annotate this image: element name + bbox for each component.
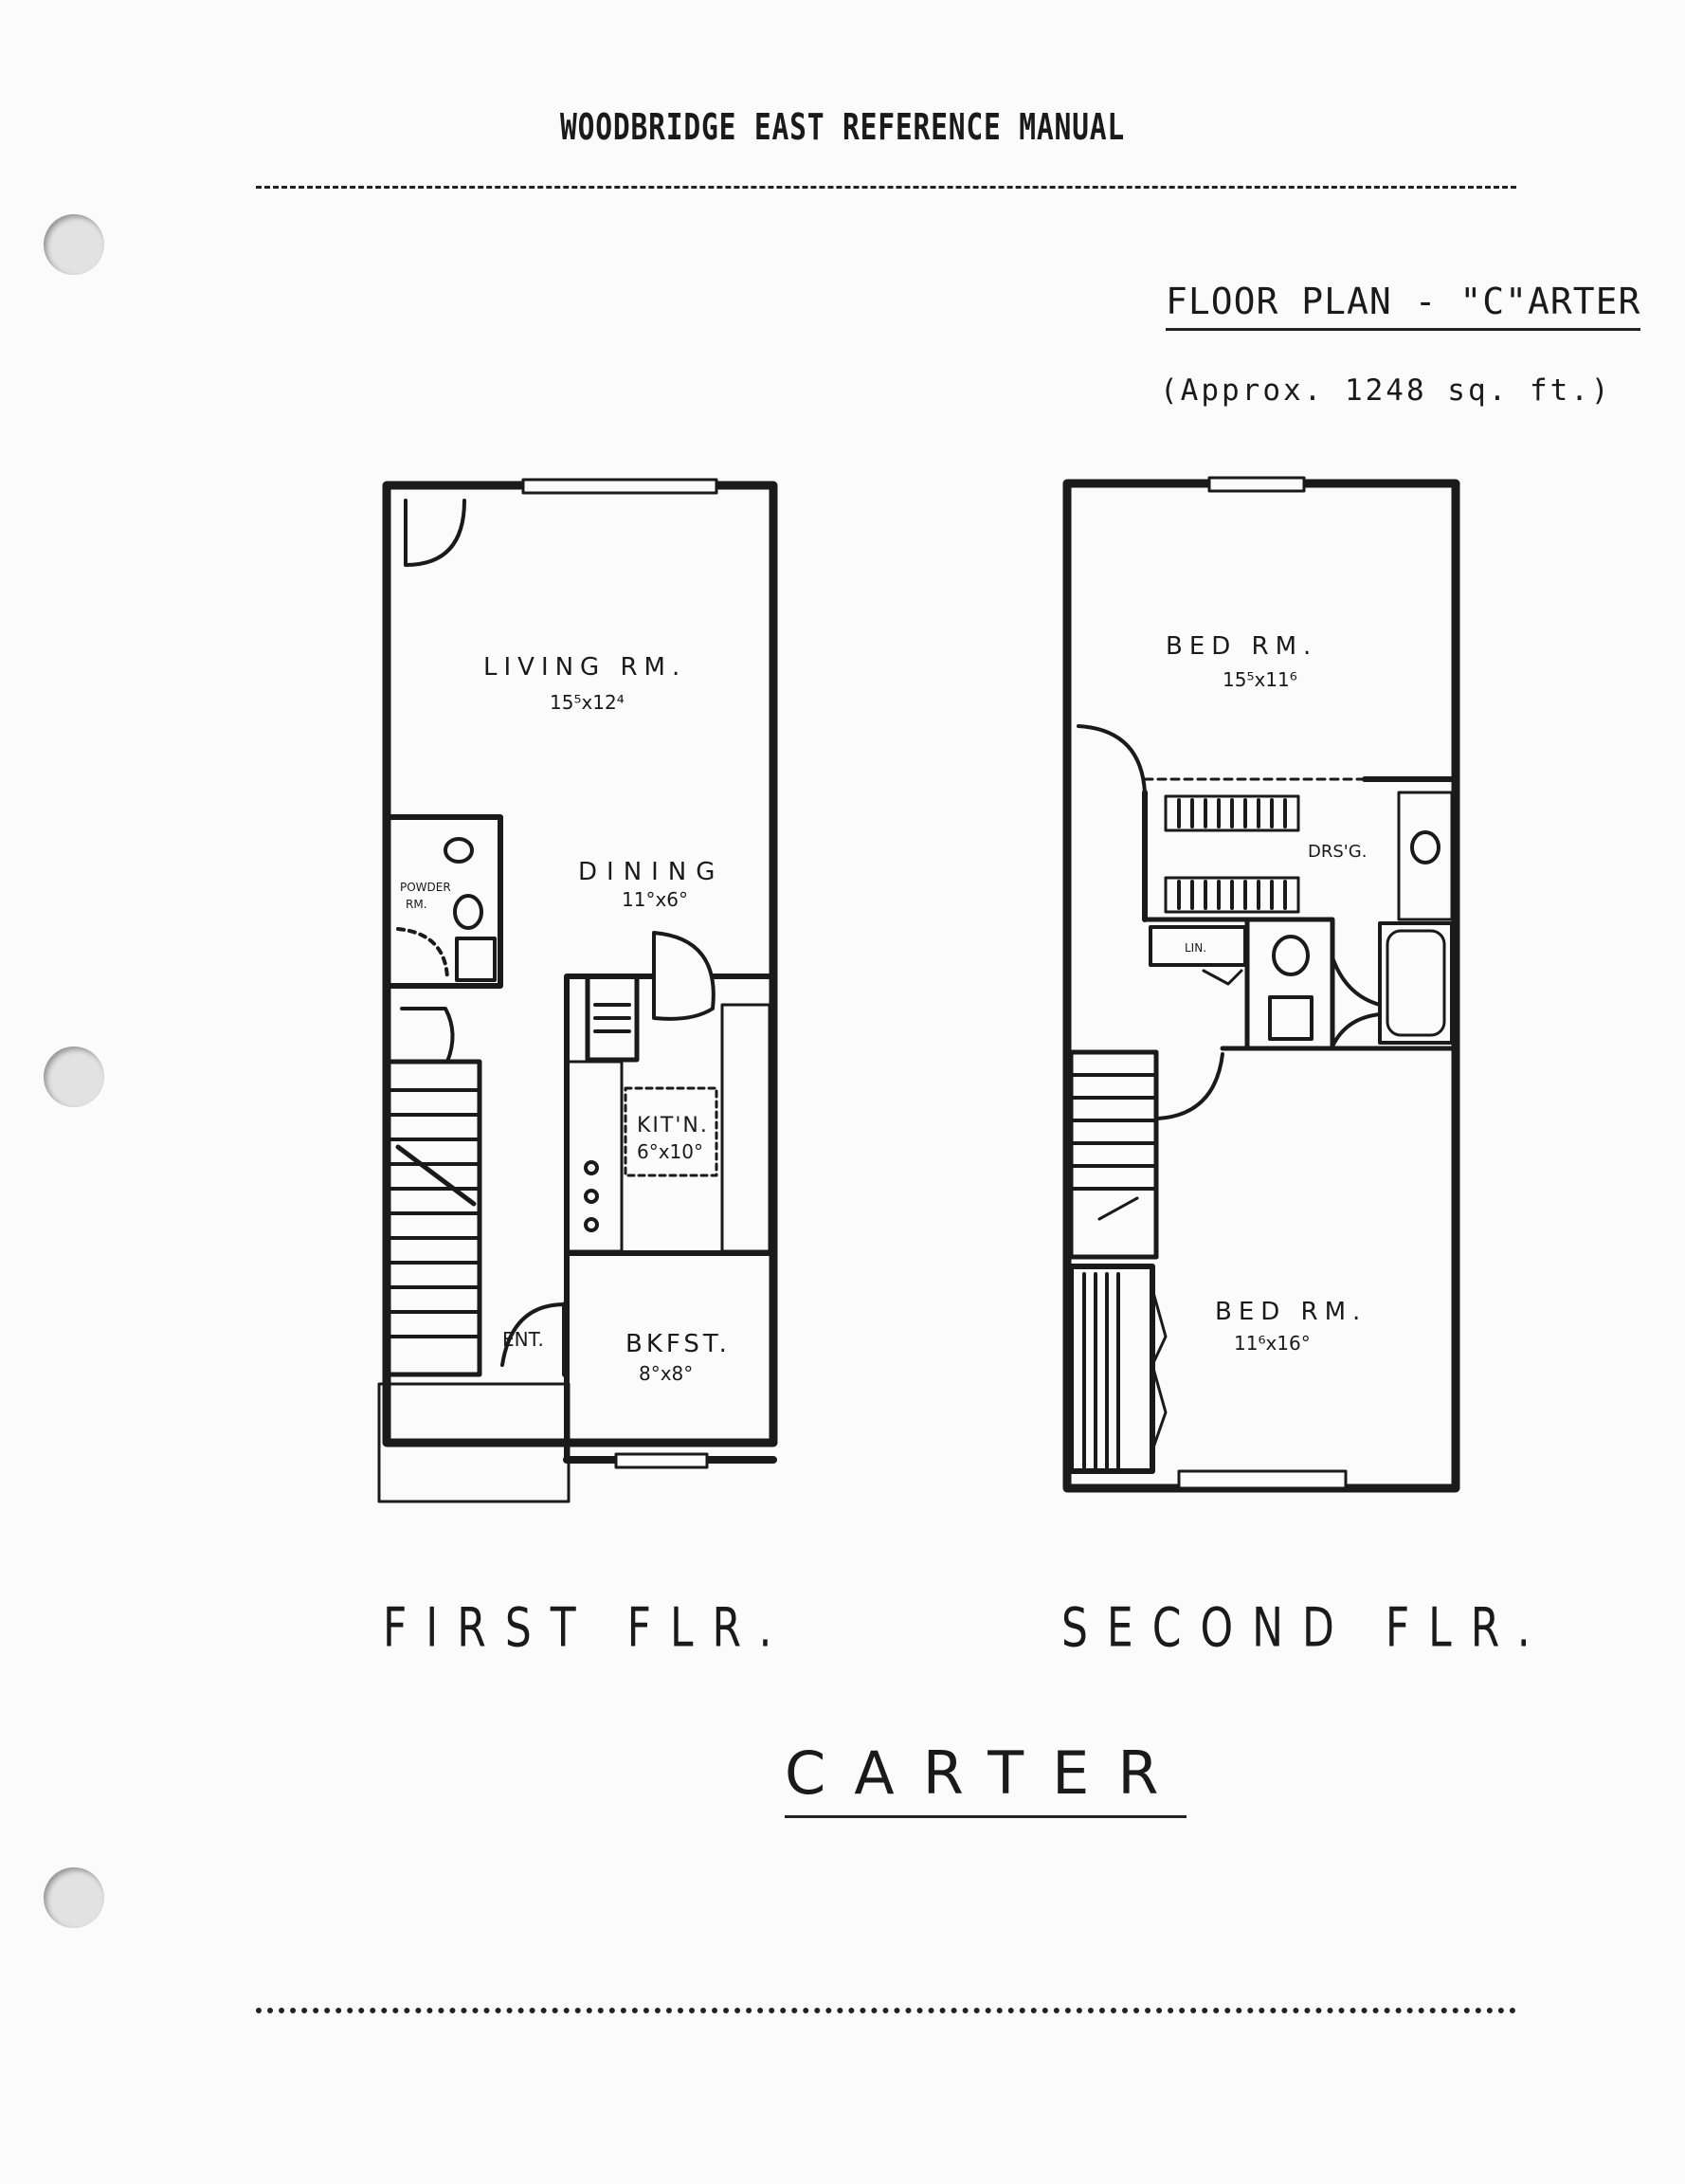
bedroom1-dim: 15⁵x11⁶	[1223, 668, 1297, 691]
kitchen-label: KIT'N.	[637, 1114, 709, 1138]
living-room-label: LIVING RM.	[483, 653, 686, 682]
front-door-swing	[404, 499, 466, 567]
second-floor-label: SECOND FLR.	[1061, 1596, 1549, 1660]
square-footage: (Approx. 1248 sq. ft.)	[1160, 373, 1612, 408]
header-divider	[256, 186, 1516, 189]
stair-door-swing	[400, 1007, 455, 1064]
range-burner	[584, 1160, 599, 1175]
floor-plan-title: FLOOR PLAN - "C"ARTER	[1166, 281, 1641, 331]
dressing-closet-upper	[1164, 794, 1300, 832]
binder-hole-top	[44, 214, 104, 275]
entry-door-swing	[500, 1302, 567, 1367]
hall-door-swing	[1156, 1052, 1224, 1120]
first-floor-label: FIRST FLR.	[383, 1596, 791, 1660]
dressing-label: DRS'G.	[1308, 842, 1367, 862]
kitchen-door-swing	[652, 931, 716, 1021]
manual-title: WOODBRIDGE EAST REFERENCE MANUAL	[560, 106, 1125, 148]
bed2-window	[1177, 1469, 1348, 1490]
powder-toilet	[453, 894, 483, 930]
powder-toilet-tank	[455, 937, 497, 982]
bed1-door-swing	[1077, 724, 1147, 794]
kitchen-dim: 6°x10°	[637, 1140, 703, 1163]
breakfast-dim: 8°x8°	[639, 1362, 693, 1385]
breakfast-label: BKFST.	[625, 1330, 731, 1358]
second-floor-stairs	[1068, 1049, 1159, 1260]
bathroom-wall	[1244, 917, 1335, 1051]
bedroom2-dim: 11⁶x16°	[1234, 1332, 1311, 1355]
powder-room-label-2: RM.	[406, 898, 427, 911]
powder-room-label: POWDER	[400, 881, 451, 894]
second-floor-plan	[1062, 476, 1460, 1493]
vanity	[1397, 791, 1454, 921]
first-floor-stairs	[384, 1059, 482, 1377]
bath-door-swing	[1331, 956, 1382, 1007]
kitchen-counter-left	[565, 1060, 624, 1253]
breakfast-window	[614, 1452, 709, 1469]
first-floor-plan	[377, 478, 778, 1503]
dining-dim: 11°x6°	[622, 888, 688, 911]
powder-room-wall	[384, 814, 503, 989]
carter-title: CARTER	[785, 1738, 1187, 1818]
powder-sink	[444, 837, 474, 864]
pantry	[585, 974, 640, 1063]
bathtub	[1378, 921, 1454, 1045]
living-room-dim: 15⁵x12⁴	[550, 691, 625, 714]
dining-label: DINING	[578, 858, 724, 886]
kitchen-island	[624, 1086, 718, 1177]
entry-label: ENT.	[502, 1328, 544, 1351]
toilet	[1272, 935, 1310, 976]
bedroom1-label: BED RM.	[1166, 632, 1317, 661]
powder-door-swing	[396, 927, 449, 980]
binder-hole-middle	[44, 1046, 104, 1107]
bed1-window	[1207, 476, 1306, 493]
binder-hole-bottom	[44, 1867, 104, 1928]
footer-divider	[256, 2008, 1516, 2013]
living-window	[521, 478, 718, 495]
linen-label: LIN.	[1185, 941, 1206, 955]
dressing-closet-lower	[1164, 876, 1300, 914]
bedroom2-label: BED RM.	[1215, 1298, 1367, 1326]
kitchen-counter-right	[720, 1003, 771, 1253]
